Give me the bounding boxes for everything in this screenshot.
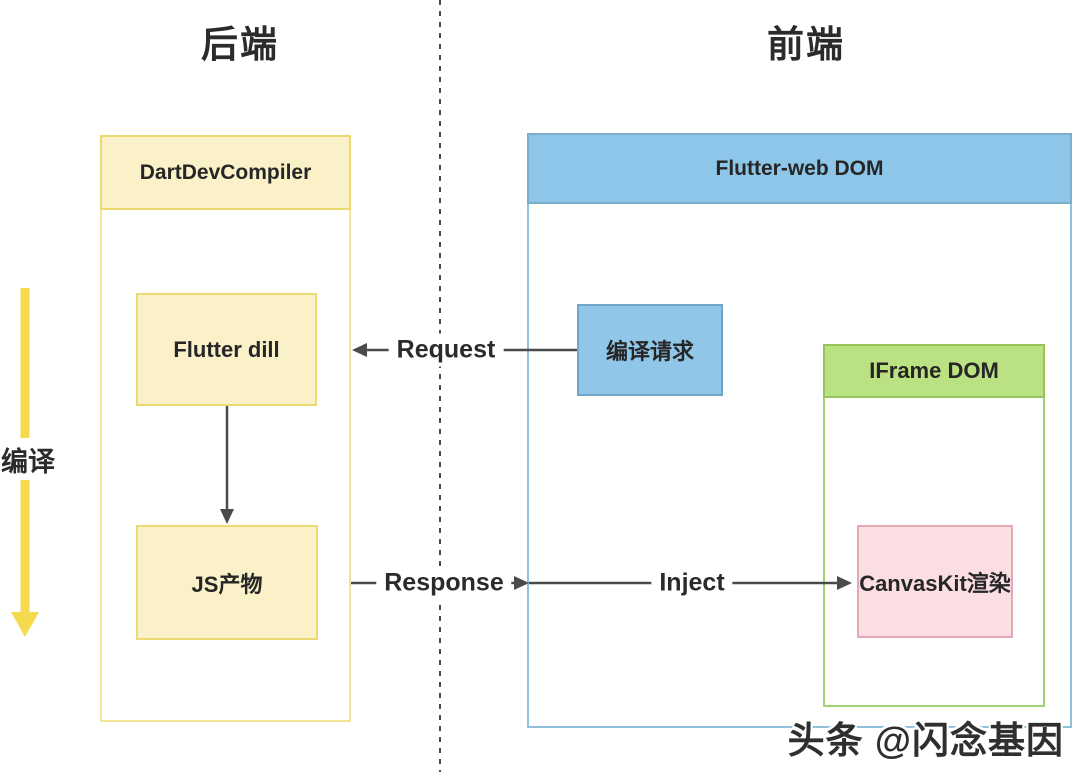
frontend-section-title: 前端	[767, 24, 845, 65]
compile-flow-label: 编译	[0, 438, 56, 480]
request-arrow-label: Request	[388, 333, 504, 367]
js-output-node: JS产物	[136, 525, 318, 640]
iframe-dom-header: IFrame DOM	[823, 344, 1045, 398]
compile-request-node: 编译请求	[577, 304, 723, 396]
canvaskit-node: CanvasKit渲染	[857, 525, 1013, 638]
backend-section-title: 后端	[201, 24, 279, 65]
inject-arrow-label: Inject	[651, 566, 733, 600]
dartdevcompiler-header: DartDevCompiler	[100, 135, 351, 210]
watermark-text: 头条 @闪念基因	[787, 720, 1064, 761]
response-arrow-label: Response	[376, 566, 512, 600]
flutter-dill-node: Flutter dill	[136, 293, 317, 406]
flutter-web-dom-header: Flutter-web DOM	[527, 133, 1072, 204]
